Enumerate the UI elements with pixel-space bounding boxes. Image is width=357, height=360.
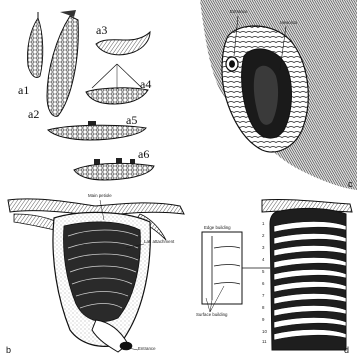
tier-number: 2 [262,234,264,238]
callout-d-surface-building: Surface building [196,313,228,317]
callout-c-entrance: Entrance [230,10,248,14]
tier-number: 11 [262,340,267,344]
tier-number: 1 [262,222,264,226]
panel-a-nest-series [27,10,154,180]
tier-number: 3 [262,246,264,250]
callout-b-main-petiole: Main petiole [88,194,112,198]
panel-letter-d: d [344,346,349,355]
nest-a1 [27,12,42,78]
label-a5: a5 [126,114,137,126]
panel-c-cavity-nest [200,0,357,190]
nest-a4 [86,64,148,104]
callout-c-mesoma: Mesoma [280,21,297,25]
panel-d-tiered-nest [202,199,352,350]
label-a2: a2 [28,108,39,120]
tier-number: 6 [262,282,264,286]
panel-letter-b: b [6,346,11,355]
label-a4: a4 [140,78,151,90]
tier-number: 9 [262,318,264,322]
nest-a2 [47,10,78,116]
tier-number: 5 [262,270,264,274]
callout-b-entrance: Entrance [138,347,156,351]
panel-letter-c: c [348,180,353,189]
label-a3: a3 [96,24,107,36]
tier-number: 8 [262,306,264,310]
tier-number: 7 [262,294,264,298]
label-a6: a6 [138,148,149,160]
panel-b-branch-nest [8,199,184,352]
label-a1: a1 [18,84,29,96]
tier-number: 10 [262,330,267,334]
nest-a6 [74,158,154,180]
tier-number: 4 [262,258,264,262]
callout-b-lat-attachment: Lat. attachment [144,240,174,244]
callout-d-edge-building: Edge building [204,226,231,230]
